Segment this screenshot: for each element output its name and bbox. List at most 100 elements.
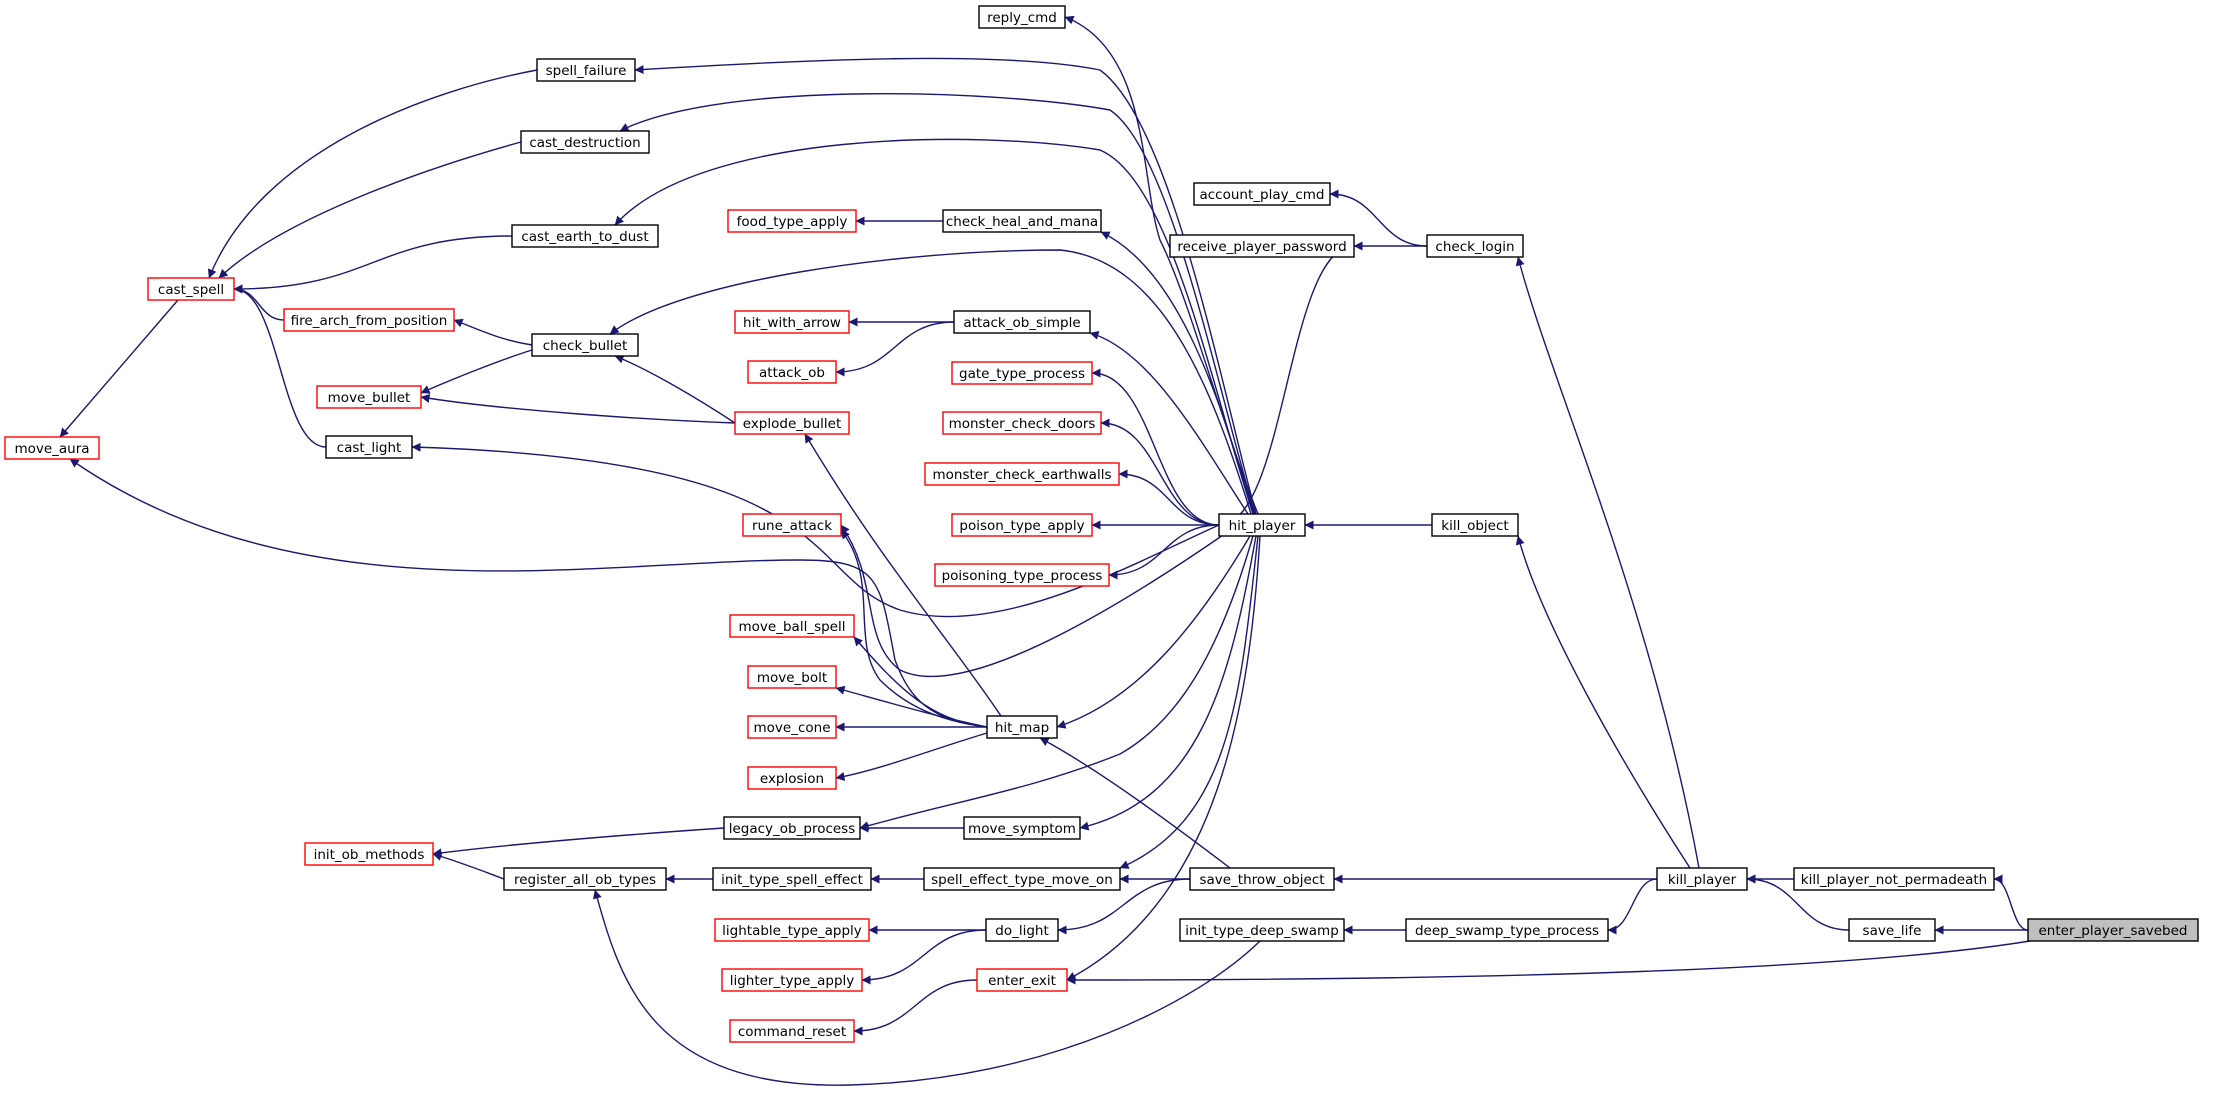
node-box (1656, 867, 1748, 891)
node-explosion[interactable]: explosion (747, 766, 837, 790)
node-check_bullet[interactable]: check_bullet (531, 333, 639, 357)
node-save_throw_object[interactable]: save_throw_object (1189, 867, 1335, 891)
node-hit_with_arrow[interactable]: hit_with_arrow (734, 310, 850, 334)
edge-path (1089, 331, 1249, 515)
node-box (1405, 918, 1609, 942)
node-label: move_cone (754, 720, 831, 736)
node-box (714, 918, 870, 942)
node-move_bolt[interactable]: move_bolt (747, 665, 837, 689)
node-check_heal_and_mana[interactable]: check_heal_and_mana (942, 209, 1102, 233)
node-spell_failure[interactable]: spell_failure (536, 58, 636, 82)
node-box (951, 361, 1093, 385)
edge-hit_player-to-monster_check_doors (1100, 418, 1220, 526)
node-box (2027, 918, 2199, 942)
node-poisoning_type_process[interactable]: poisoning_type_process (934, 563, 1110, 587)
node-move_ball_spell[interactable]: move_ball_spell (729, 614, 855, 638)
node-label: gate_type_process (959, 366, 1085, 382)
edge-hit_map-to-move_bolt (835, 685, 988, 728)
node-enter_player_savebed[interactable]: enter_player_savebed (2027, 918, 2199, 942)
edge-path (1329, 189, 1428, 247)
node-monster_check_doors[interactable]: monster_check_doors (942, 411, 1102, 435)
node-box (520, 130, 650, 154)
node-move_aura[interactable]: move_aura (4, 436, 100, 460)
edge-kill_player-to-kill_object (1515, 535, 1691, 869)
node-box (953, 310, 1091, 334)
node-box (536, 58, 636, 82)
node-reply_cmd[interactable]: reply_cmd (978, 5, 1066, 29)
edge-kill_player-to-deep_swamp_type_process (1607, 878, 1658, 935)
edge-path (1746, 874, 1850, 931)
node-box (747, 665, 837, 689)
edge-path (853, 636, 988, 728)
edge-path (614, 138, 1254, 515)
node-move_symptom[interactable]: move_symptom (963, 816, 1081, 840)
node-monster_check_earthwalls[interactable]: monster_check_earthwalls (924, 462, 1120, 486)
node-attack_ob[interactable]: attack_ob (747, 360, 837, 384)
node-attack_ob_simple[interactable]: attack_ob_simple (953, 310, 1091, 334)
node-label: monster_check_earthwalls (932, 467, 1111, 483)
edge-path (804, 433, 1002, 717)
node-command_reset[interactable]: command_reset (729, 1019, 855, 1043)
node-gate_type_process[interactable]: gate_type_process (951, 361, 1093, 385)
edge-path (420, 349, 533, 394)
edge-hit_player-to-enter_exit (1066, 535, 1261, 981)
node-fire_arch_from_position[interactable]: fire_arch_from_position (283, 308, 455, 332)
node-lightable_type_apply[interactable]: lightable_type_apply (714, 918, 870, 942)
node-deep_swamp_type_process[interactable]: deep_swamp_type_process (1405, 918, 1609, 942)
edge-init_type_deep_swamp-to-register_all_ob_types (592, 889, 1261, 1086)
node-box (1793, 867, 1995, 891)
node-hit_map[interactable]: hit_map (986, 715, 1058, 739)
node-lighter_type_apply[interactable]: lighter_type_apply (721, 968, 863, 992)
node-label: do_light (995, 923, 1049, 939)
node-label: move_bullet (328, 390, 411, 406)
node-init_type_deep_swamp[interactable]: init_type_deep_swamp (1179, 918, 1345, 942)
node-box (531, 333, 639, 357)
node-move_bullet[interactable]: move_bullet (316, 385, 422, 409)
node-cast_spell[interactable]: cast_spell (147, 277, 235, 301)
node-hit_player[interactable]: hit_player (1218, 513, 1306, 537)
node-box (316, 385, 422, 409)
edge-hit_player-to-check_bullet (609, 249, 1252, 515)
node-save_life[interactable]: save_life (1848, 918, 1936, 942)
node-kill_object[interactable]: kill_object (1431, 513, 1519, 537)
node-cast_destruction[interactable]: cast_destruction (520, 130, 650, 154)
node-account_play_cmd[interactable]: account_play_cmd (1193, 182, 1331, 206)
node-do_light[interactable]: do_light (985, 918, 1059, 942)
node-legacy_ob_process[interactable]: legacy_ob_process (723, 816, 861, 840)
node-register_all_ob_types[interactable]: register_all_ob_types (503, 867, 667, 891)
node-init_ob_methods[interactable]: init_ob_methods (304, 842, 434, 866)
edge-hit_map-to-move_ball_spell (853, 636, 988, 728)
node-box (503, 867, 667, 891)
node-food_type_apply[interactable]: food_type_apply (727, 209, 857, 233)
node-move_cone[interactable]: move_cone (747, 715, 837, 739)
node-kill_player[interactable]: kill_player (1656, 867, 1748, 891)
edge-hit_map-to-move_aura (69, 458, 988, 728)
node-label: poison_type_apply (959, 518, 1084, 534)
edge-path (1066, 535, 1261, 981)
edge-hit_player-to-monster_check_earthwalls (1118, 469, 1220, 526)
node-box (729, 614, 855, 638)
node-poison_type_apply[interactable]: poison_type_apply (951, 513, 1093, 537)
edge-path (1607, 878, 1658, 935)
node-rune_attack[interactable]: rune_attack (742, 513, 842, 537)
node-check_login[interactable]: check_login (1426, 234, 1524, 258)
node-label: move_bolt (757, 670, 827, 686)
node-label: save_life (1863, 923, 1922, 939)
node-explode_bullet[interactable]: explode_bullet (734, 411, 850, 435)
node-cast_earth_to_dust[interactable]: cast_earth_to_dust (511, 224, 659, 248)
node-enter_exit[interactable]: enter_exit (976, 968, 1068, 992)
node-receive_player_password[interactable]: receive_player_password (1169, 234, 1355, 258)
edge-hit_player-to-move_symptom (1079, 535, 1257, 831)
node-kill_player_not_permadeath[interactable]: kill_player_not_permadeath (1793, 867, 1995, 891)
edge-path (432, 827, 725, 858)
node-spell_effect_type_move_on[interactable]: spell_effect_type_move_on (923, 867, 1121, 891)
node-init_type_spell_effect[interactable]: init_type_spell_effect (712, 867, 872, 891)
node-label: poisoning_type_process (942, 568, 1103, 584)
node-label: spell_failure (546, 63, 627, 79)
edge-register_all_ob_types-to-init_ob_methods (432, 852, 505, 880)
edge-do_light-to-lighter_type_apply (861, 929, 987, 985)
edge-path (835, 732, 988, 781)
edge-path (233, 284, 327, 448)
node-cast_light[interactable]: cast_light (325, 435, 413, 459)
edge-check_login-to-account_play_cmd (1329, 189, 1428, 247)
